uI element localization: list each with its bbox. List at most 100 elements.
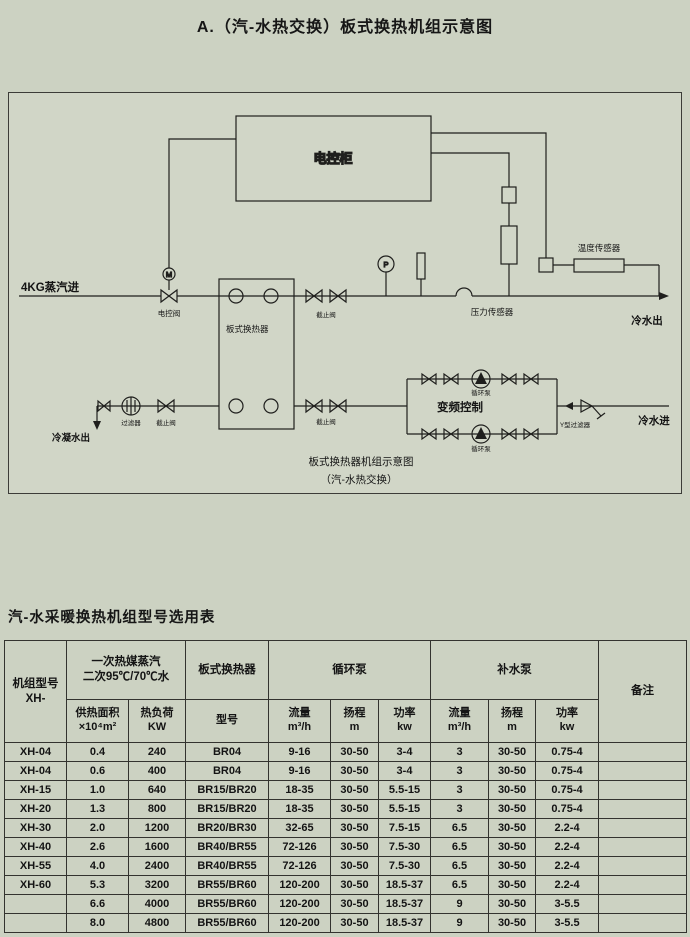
table-cell xyxy=(598,780,688,800)
gauge-p-label: P xyxy=(383,260,388,269)
table-cell: 120-200 xyxy=(268,913,331,933)
table-cell: 9-16 xyxy=(268,742,331,762)
thermometer-well-icon xyxy=(416,252,426,296)
table-cell: 6.5 xyxy=(430,818,490,838)
table-cell: 30-50 xyxy=(330,856,379,876)
table-cell: BR55/BR60 xyxy=(185,894,269,914)
table-cell: BR40/BR55 xyxy=(185,837,269,857)
control-cabinet-label: 电控柜 xyxy=(313,151,352,166)
vfd-control-label: 变频控制 xyxy=(437,400,483,414)
table-cell: 6.5 xyxy=(430,856,490,876)
table-cell xyxy=(598,799,688,819)
table-cell: 1.3 xyxy=(66,799,129,819)
y-strainer-label: Y型过滤器 xyxy=(560,420,591,429)
table-cell xyxy=(598,875,688,895)
table-cell: BR04 xyxy=(185,761,269,781)
cabinet-wire-right-inner xyxy=(431,152,510,187)
stop-valve-label: 截止阀 xyxy=(316,310,336,319)
table-cell: 5.5-15 xyxy=(377,780,432,800)
th-makeup-flow: 流量 m³/h xyxy=(430,699,490,743)
cold-water-in-label: 冷水进 xyxy=(638,414,670,427)
motor-m-label: M xyxy=(166,270,172,279)
steam-inlet-label: 4KG蒸汽进 xyxy=(21,280,80,294)
table-cell: 2.2-4 xyxy=(535,875,600,895)
table-cell: 800 xyxy=(128,799,186,819)
table-cell: XH-60 xyxy=(4,875,67,895)
table-cell: XH-15 xyxy=(4,780,67,800)
electric-control-valve-icon: M xyxy=(160,267,178,304)
stop-valve-icon xyxy=(97,399,111,413)
table-cell: 18.5-37 xyxy=(377,913,432,933)
circulation-pump-label: 循环泵 xyxy=(471,444,491,453)
diagram-caption-line2: （汽-水热交换） xyxy=(321,473,398,486)
table-cell: BR40/BR55 xyxy=(185,856,269,876)
table-cell: 1600 xyxy=(128,837,186,857)
stop-valve-icon xyxy=(329,398,347,414)
table-cell: 8.0 xyxy=(66,913,129,933)
stop-valve-label: 截止阀 xyxy=(156,418,176,427)
table-cell: 7.5-30 xyxy=(377,837,432,857)
page-title: A.（汽-水热交换）板式换热机组示意图 xyxy=(196,19,494,36)
cabinet-wire-right-outer xyxy=(431,132,547,258)
table-cell xyxy=(598,837,688,857)
table-cell: 2.0 xyxy=(66,818,129,838)
table-cell: 6.5 xyxy=(430,875,490,895)
th-circ-head: 扬程 m xyxy=(330,699,379,743)
table-cell: 72-126 xyxy=(268,856,331,876)
table-cell: 30-50 xyxy=(330,799,379,819)
table-cell: 3 xyxy=(430,780,490,800)
th-circ-power: 功率 kw xyxy=(377,699,432,743)
table-cell: 30-50 xyxy=(488,913,537,933)
table-cell: 9 xyxy=(430,913,490,933)
table-cell: BR55/BR60 xyxy=(185,875,269,895)
table-cell: 640 xyxy=(128,780,186,800)
table-cell: 1.0 xyxy=(66,780,129,800)
table-cell: 7.5-30 xyxy=(377,856,432,876)
flow-arrow-right xyxy=(659,292,669,300)
table-cell: 6.6 xyxy=(66,894,129,914)
table-cell: 3-4 xyxy=(377,761,432,781)
strainer-icon xyxy=(121,396,141,416)
pressure-gauge-icon: P xyxy=(377,255,395,296)
th-phe-model: 型号 xyxy=(185,699,269,743)
temperature-sensor-icon xyxy=(538,257,660,296)
table-cell: 9 xyxy=(430,894,490,914)
th-primary-medium: 一次热媒蒸汽 二次95℃/70℃水 xyxy=(66,640,186,700)
table-cell: 1200 xyxy=(128,818,186,838)
pressure-sensor-icon xyxy=(500,186,518,296)
table-cell: 120-200 xyxy=(268,875,331,895)
table-cell: 2.2-4 xyxy=(535,818,600,838)
th-makeup-power: 功率 kw xyxy=(535,699,600,743)
table-cell: 30-50 xyxy=(330,913,379,933)
th-circ-flow: 流量 m³/h xyxy=(268,699,331,743)
table-cell: XH-04 xyxy=(4,761,67,781)
stop-valve-icon xyxy=(305,398,323,414)
pressure-sensor-label: 压力传感器 xyxy=(471,307,514,317)
table-cell: 3 xyxy=(430,742,490,762)
th-circulation-pump: 循环泵 xyxy=(267,640,432,700)
table-cell: 2.2-4 xyxy=(535,837,600,857)
th-remark: 备注 xyxy=(598,640,688,743)
table-cell: 18-35 xyxy=(268,780,331,800)
plate-heat-exchanger-icon xyxy=(218,278,295,430)
table-cell: 120-200 xyxy=(268,894,331,914)
stop-valve-icon xyxy=(157,398,175,414)
temperature-sensor-label: 温度传感器 xyxy=(578,243,621,253)
table-cell: 30-50 xyxy=(330,818,379,838)
stop-valve-icon xyxy=(329,288,347,304)
table-cell: 9-16 xyxy=(268,761,331,781)
table-cell: 30-50 xyxy=(330,875,379,895)
schematic-diagram: 电控柜 M 电控阀 4KG蒸汽进 xyxy=(19,115,670,486)
schematic-diagram-frame: 电控柜 M 电控阀 4KG蒸汽进 xyxy=(8,92,682,494)
table-cell: 3200 xyxy=(128,875,186,895)
table-cell: 5.3 xyxy=(66,875,129,895)
table-cell: 400 xyxy=(128,761,186,781)
table-cell: 30-50 xyxy=(488,875,537,895)
table-cell: 18-35 xyxy=(268,799,331,819)
circulation-pump-label: 循环泵 xyxy=(471,388,491,397)
table-cell: XH-04 xyxy=(4,742,67,762)
